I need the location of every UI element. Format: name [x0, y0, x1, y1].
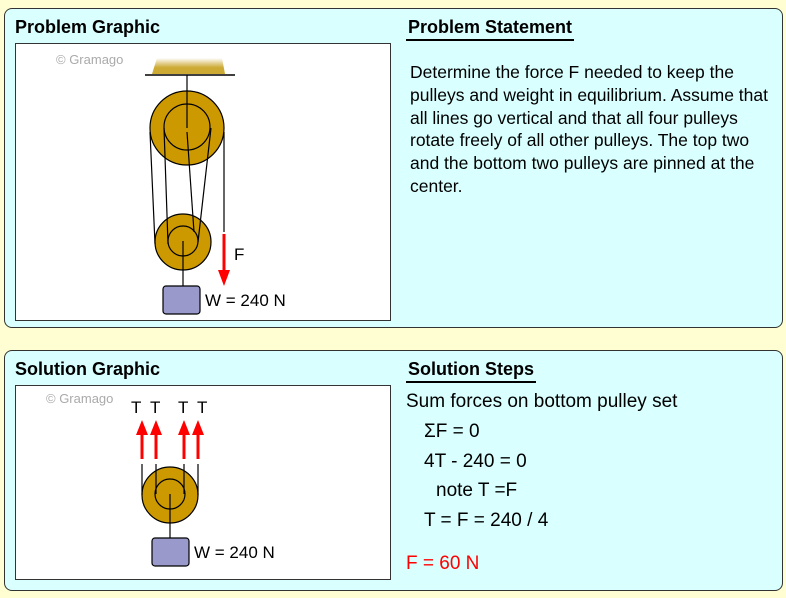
- tension-label: T: [178, 398, 188, 417]
- watermark: © Gramago: [56, 52, 123, 67]
- solution-step: 4T - 240 = 0: [424, 451, 527, 472]
- solution-graphic-title: Solution Graphic: [15, 359, 161, 379]
- weight-label: W = 240 N: [194, 543, 275, 562]
- pulley-system-diagram: © Gramago F W = 240 N: [56, 52, 286, 315]
- weight-label: W = 240 N: [205, 291, 286, 310]
- solution-panel: Solution Graphic © Gramago T T T T: [4, 350, 783, 591]
- tension-arrows: [136, 420, 204, 459]
- solution-steps-title: Solution Steps: [406, 359, 536, 383]
- tension-label: T: [197, 398, 207, 417]
- tension-label: T: [131, 398, 141, 417]
- ropes: [149, 75, 225, 287]
- solution-step: Sum forces on bottom pulley set: [406, 391, 678, 412]
- force-arrowhead: [218, 270, 230, 286]
- weight-block: [162, 285, 201, 315]
- problem-graphic-title: Problem Graphic: [15, 17, 161, 37]
- watermark: © Gramago: [46, 391, 113, 406]
- ropes: [141, 464, 199, 538]
- solution-step: ΣF = 0: [424, 421, 480, 442]
- weight-block: [151, 537, 190, 567]
- problem-statement-text: Determine the force F needed to keep the…: [410, 62, 768, 196]
- ceiling-support: [152, 58, 225, 74]
- problem-panel: Problem Graphic © Gramago: [4, 8, 783, 328]
- problem-graphic: © Gramago F W = 240 N: [15, 43, 391, 321]
- free-body-diagram: © Gramago T T T T W = 240 N: [46, 391, 275, 567]
- solution-step: note T =F: [436, 480, 518, 501]
- problem-statement-title: Problem Statement: [406, 17, 575, 41]
- solution-step: T = F = 240 / 4: [424, 510, 549, 531]
- solution-graphic: © Gramago T T T T W = 240 N: [15, 385, 391, 580]
- solution-answer: F = 60 N: [406, 553, 480, 574]
- force-label: F: [234, 245, 244, 264]
- tension-label: T: [150, 398, 160, 417]
